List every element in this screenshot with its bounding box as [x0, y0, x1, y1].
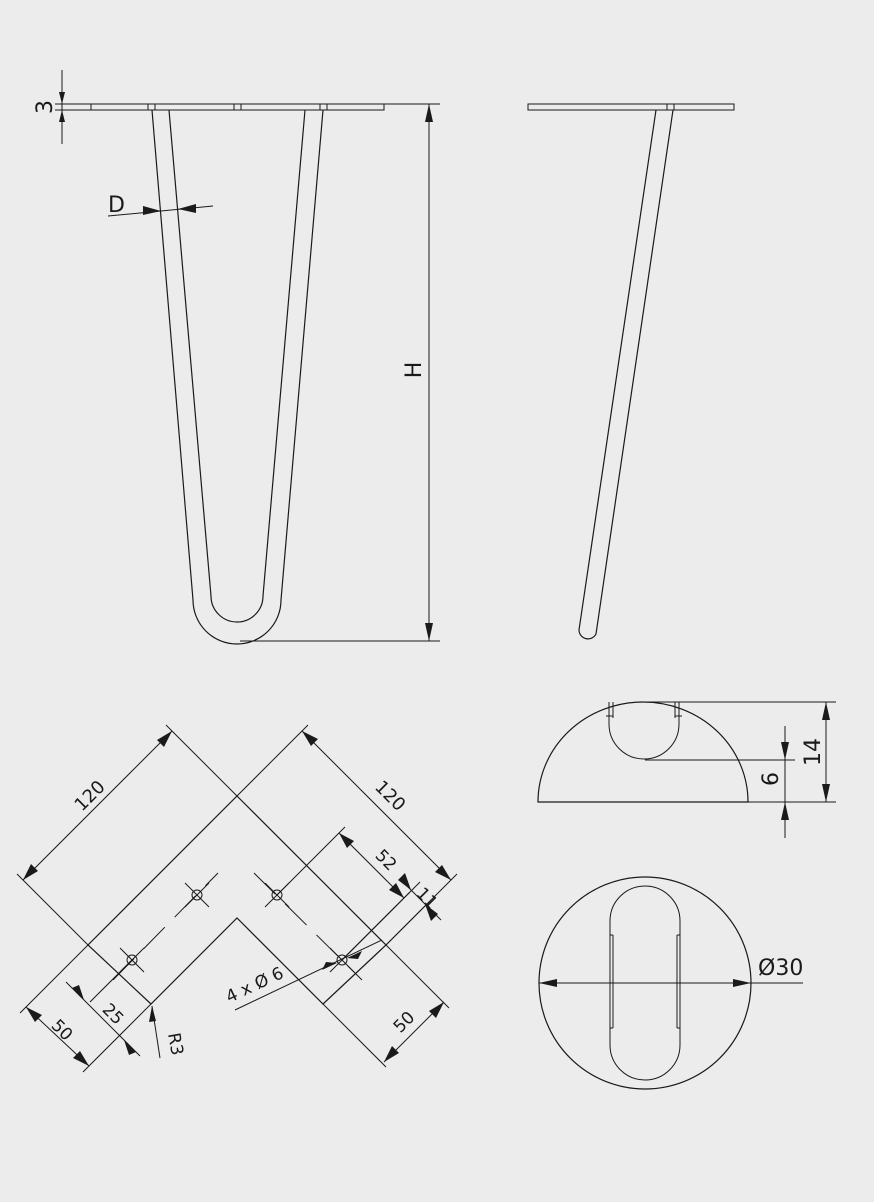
plate-outline [87, 795, 387, 1005]
dim-plate-width-right: 50 [322, 944, 450, 1068]
foot-slot-outer [608, 702, 680, 760]
dim-slot-depth: 6 [645, 726, 795, 838]
front-mounting-plate [90, 103, 385, 111]
dim-rod-diameter: D [107, 193, 214, 218]
dim-foot-diameter: Ø30 [539, 956, 803, 987]
mounting-hole-2 [184, 882, 210, 908]
corner-radius-label: R3 [163, 1031, 187, 1057]
plate-top-view [87, 795, 387, 1005]
foot-height-label: 14 [801, 738, 826, 766]
hole-row-offset-label: 25 [98, 1000, 127, 1029]
dim-hole-callout: 4 x Ø 6 [223, 939, 383, 1011]
front-view [90, 103, 385, 645]
height-label: H [402, 362, 427, 379]
dim-corner-radius: R3 [149, 1005, 187, 1059]
hole-spacing-label: 52 [371, 846, 400, 875]
foot-side-view [537, 701, 749, 803]
dim-plate-thickness: 3 [33, 70, 91, 144]
dim-height: H [240, 103, 440, 642]
dim-plate-length-left: 120 [16, 724, 238, 946]
plate-thickness-label: 3 [33, 100, 58, 114]
side-mounting-plate [527, 103, 735, 111]
side-rod [578, 109, 674, 640]
hairpin-rod-outer [151, 109, 324, 645]
foot-diameter-label: Ø30 [758, 956, 803, 981]
foot-dome [537, 701, 749, 803]
slot-depth-label: 6 [759, 772, 784, 786]
dim-hole-spacing: 52 [276, 826, 411, 961]
dim-plate-length-right: 120 [236, 724, 458, 946]
dim-foot-height: 14 [643, 701, 836, 803]
plate-width-left-label: 50 [47, 1016, 76, 1045]
dim-hole-row-offset: 25 [65, 959, 141, 1057]
plate-length-left-label: 120 [71, 777, 110, 816]
plate-length-right-label: 120 [370, 777, 409, 816]
side-view [527, 103, 735, 640]
plate-width-right-label: 50 [390, 1008, 419, 1037]
rod-diameter-label: D [108, 193, 125, 218]
hairpin-rod-inner [168, 109, 306, 623]
edge-offset-label: 11 [412, 884, 441, 913]
